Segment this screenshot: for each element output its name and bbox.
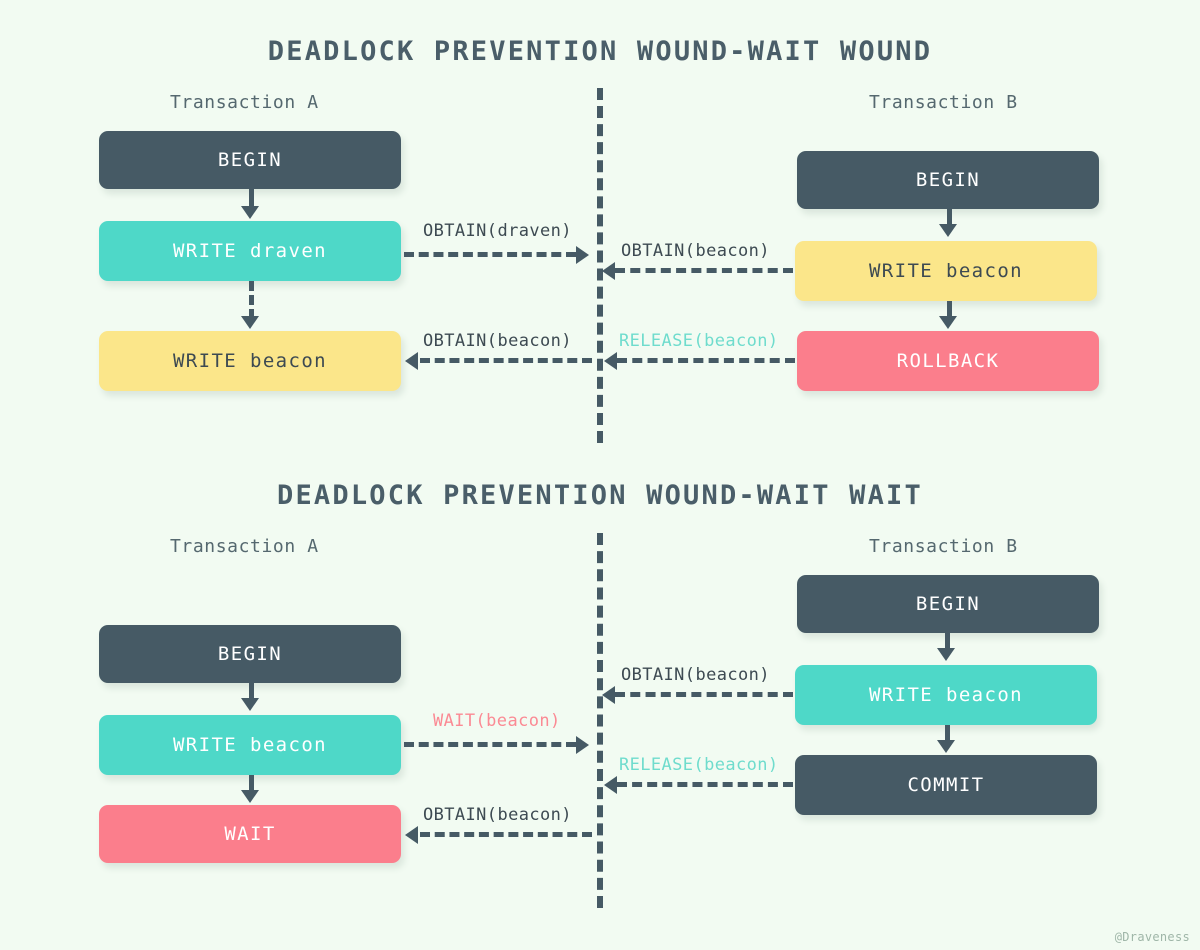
message-arrowhead-left	[405, 352, 418, 370]
message-line-obtain-beacon-a-wait	[420, 832, 592, 837]
message-label-release-beacon-wait: RELEASE(beacon)	[619, 755, 779, 775]
column-caption-transaction-a-wait: Transaction A	[170, 536, 319, 557]
node-label: WRITE beacon	[868, 684, 1024, 706]
connector-write-beacon-to-rollback	[947, 301, 952, 319]
connector-write-draven-to-write-beacon	[249, 281, 254, 319]
node-begin-b-wait[interactable]: BEGIN	[797, 575, 1099, 633]
message-line-obtain-beacon-b-wait	[615, 692, 793, 697]
message-label-obtain-draven: OBTAIN(draven)	[423, 221, 572, 241]
message-line-release-beacon	[617, 358, 795, 363]
node-write-beacon-a-wait[interactable]: WRITE beacon	[99, 715, 401, 775]
message-label-obtain-beacon-a-wait: OBTAIN(beacon)	[423, 805, 572, 825]
node-wait-a-wait[interactable]: WAIT	[99, 805, 401, 863]
connector-begin-to-write-draven	[249, 189, 254, 209]
message-label-obtain-beacon-b: OBTAIN(beacon)	[621, 241, 770, 261]
message-line-wait-beacon	[404, 742, 576, 747]
connector-arrowhead	[939, 316, 957, 329]
connector-arrowhead	[241, 790, 259, 803]
message-label-obtain-beacon-b-wait: OBTAIN(beacon)	[621, 665, 770, 685]
message-label-release-beacon: RELEASE(beacon)	[619, 331, 779, 351]
node-label: BEGIN	[217, 643, 283, 665]
message-arrowhead-right	[576, 246, 589, 264]
message-arrowhead-left	[405, 826, 418, 844]
node-label: BEGIN	[915, 593, 981, 615]
lifeline-divider-wound	[597, 88, 603, 443]
lifeline-divider-wait	[597, 533, 603, 908]
node-begin-b-wound[interactable]: BEGIN	[797, 151, 1099, 209]
connector-arrowhead	[939, 224, 957, 237]
message-line-release-beacon-wait	[617, 782, 793, 787]
node-commit-b-wait[interactable]: COMMIT	[795, 755, 1097, 815]
watermark: @Draveness	[1114, 930, 1190, 944]
node-label: COMMIT	[907, 774, 985, 796]
message-line-obtain-beacon-a	[420, 358, 592, 363]
message-arrowhead-left	[604, 776, 617, 794]
connector-begin-to-write-beacon	[249, 683, 254, 701]
connector-arrowhead	[937, 740, 955, 753]
message-arrowhead-left	[602, 686, 615, 704]
node-write-beacon-b-wound[interactable]: WRITE beacon	[795, 241, 1097, 301]
connector-begin-to-write-beacon	[945, 633, 950, 651]
message-label-obtain-beacon-a: OBTAIN(beacon)	[423, 331, 572, 351]
node-label: WRITE beacon	[172, 350, 328, 372]
node-label: ROLLBACK	[896, 350, 1000, 372]
node-write-beacon-b-wait[interactable]: WRITE beacon	[795, 665, 1097, 725]
connector-arrowhead	[937, 648, 955, 661]
connector-arrowhead	[241, 316, 259, 329]
node-label: WRITE beacon	[868, 260, 1024, 282]
node-write-beacon-a-wound[interactable]: WRITE beacon	[99, 331, 401, 391]
column-caption-transaction-a-wound: Transaction A	[170, 92, 319, 113]
connector-arrowhead	[241, 206, 259, 219]
diagram-title-wait: DEADLOCK PREVENTION WOUND-WAIT WAIT	[277, 480, 923, 511]
node-label: WRITE draven	[172, 240, 328, 262]
node-label: BEGIN	[915, 169, 981, 191]
message-arrowhead-left	[604, 352, 617, 370]
node-begin-a-wound[interactable]: BEGIN	[99, 131, 401, 189]
node-label: WRITE beacon	[172, 734, 328, 756]
message-arrowhead-right	[576, 736, 589, 754]
column-caption-transaction-b-wound: Transaction B	[869, 92, 1018, 113]
connector-arrowhead	[241, 698, 259, 711]
connector-begin-to-write-beacon	[947, 209, 952, 227]
node-label: BEGIN	[217, 149, 283, 171]
diagram-title-wound: DEADLOCK PREVENTION WOUND-WAIT WOUND	[267, 36, 933, 67]
connector-write-beacon-to-commit	[945, 725, 950, 743]
node-write-draven-a-wound[interactable]: WRITE draven	[99, 221, 401, 281]
node-label: WAIT	[224, 823, 276, 845]
node-begin-a-wait[interactable]: BEGIN	[99, 625, 401, 683]
connector-write-beacon-to-wait	[249, 775, 254, 793]
message-label-wait-beacon: WAIT(beacon)	[433, 711, 561, 731]
node-rollback-b-wound[interactable]: ROLLBACK	[797, 331, 1099, 391]
message-arrowhead-left	[602, 262, 615, 280]
message-line-obtain-draven	[404, 252, 576, 257]
column-caption-transaction-b-wait: Transaction B	[869, 536, 1018, 557]
message-line-obtain-beacon-b	[615, 268, 793, 273]
